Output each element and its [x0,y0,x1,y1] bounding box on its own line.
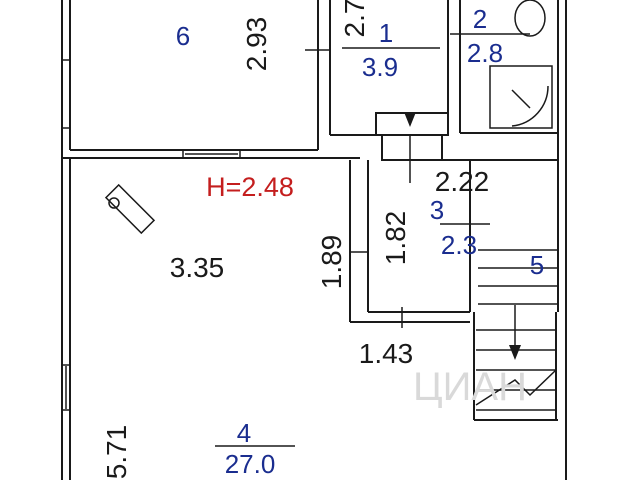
room-area-1: 3.9 [362,52,398,82]
room-number-6: 6 [176,21,190,51]
room-area-2: 2.8 [467,38,503,68]
dimension-hall-left: 1.89 [316,235,347,290]
room-area-3: 2.3 [441,230,477,260]
room-labels: 6 1 3.9 2 2.8 3 2.3 4 27.0 5 [176,4,544,479]
arrows [404,112,521,360]
shower-icon [489,65,553,129]
dimension-room3-top: 2.22 [435,166,490,197]
dimension-room3-side: 1.82 [380,211,411,266]
dimension-room6-width: 2.93 [241,17,272,72]
ceiling-height-label: H=2.48 [206,172,294,202]
watermark: ЦИАН [413,365,527,409]
dimension-hall-bottom: 1.43 [359,338,414,369]
room-number-4: 4 [237,418,251,448]
dimension-room1-width: 2.7 [339,0,370,37]
dimension-room4-side: 5.71 [101,425,132,480]
room-number-2: 2 [473,4,487,34]
room-number-1: 1 [379,18,393,48]
toilet-icon [514,0,546,37]
room-number-5: 5 [530,250,544,280]
window-marks [62,59,241,411]
room-number-3: 3 [430,195,444,225]
room-area-4: 27.0 [225,449,276,479]
dimension-labels: 2.93 2.7 2.22 1.82 1.89 3.35 1.43 5.71 [101,0,489,479]
dimension-room4-small: 3.35 [170,252,225,283]
stove-icon [104,183,156,235]
dimension-lines [215,33,530,447]
